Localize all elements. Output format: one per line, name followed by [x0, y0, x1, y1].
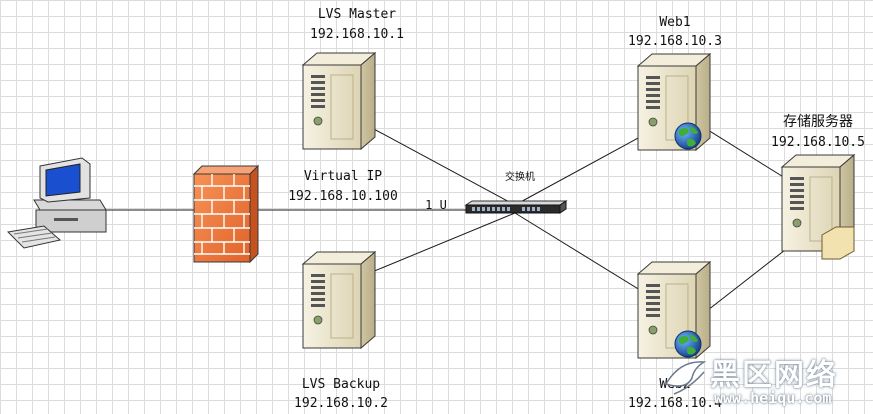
switch-icon	[464, 200, 568, 214]
firewall-icon	[192, 164, 260, 264]
storage-server-icon	[781, 154, 855, 260]
web1-ip: 192.168.10.3	[628, 34, 722, 49]
virtual-ip-name: Virtual IP	[303, 169, 383, 184]
web1-name: Web1	[659, 15, 691, 30]
storage-ip: 192.168.10.5	[771, 135, 865, 150]
edge-switch-web2	[514, 212, 641, 291]
client-pc-icon	[6, 157, 107, 249]
lvs-backup-server-icon	[302, 251, 376, 349]
lvs-backup-ip: 192.168.10.2	[294, 396, 388, 411]
edge-web2-storage	[707, 249, 786, 311]
edge-lvs-master-switch	[371, 127, 516, 206]
lvs-master-server-icon	[302, 52, 376, 150]
watermark-logo-icon	[664, 361, 707, 395]
connection-lines	[105, 124, 786, 311]
switch-label: 交换机	[505, 172, 535, 183]
watermark-title: 黑区网络	[710, 358, 838, 393]
watermark: 黑区网络 www.heiqu.com	[658, 348, 873, 414]
edge-switch-web1	[514, 136, 641, 206]
storage-name: 存储服务器	[783, 114, 853, 130]
lvs-backup-name: LVS Backup	[301, 377, 381, 392]
lvs-master-ip: 192.168.10.1	[310, 27, 404, 42]
edge-lvs-backup-switch	[371, 212, 516, 273]
web2-ip: 192.168.10.4	[628, 396, 722, 411]
virtual-ip-address: 192.168.10.100	[288, 189, 398, 204]
lvs-master-name: LVS Master	[317, 7, 397, 22]
folder-icon	[821, 226, 855, 260]
watermark-url: www.heiqu.com	[714, 389, 832, 407]
web1-globe-icon	[674, 122, 702, 150]
switch-port-label: 1 U	[425, 198, 447, 212]
edge-web1-storage	[699, 124, 786, 179]
